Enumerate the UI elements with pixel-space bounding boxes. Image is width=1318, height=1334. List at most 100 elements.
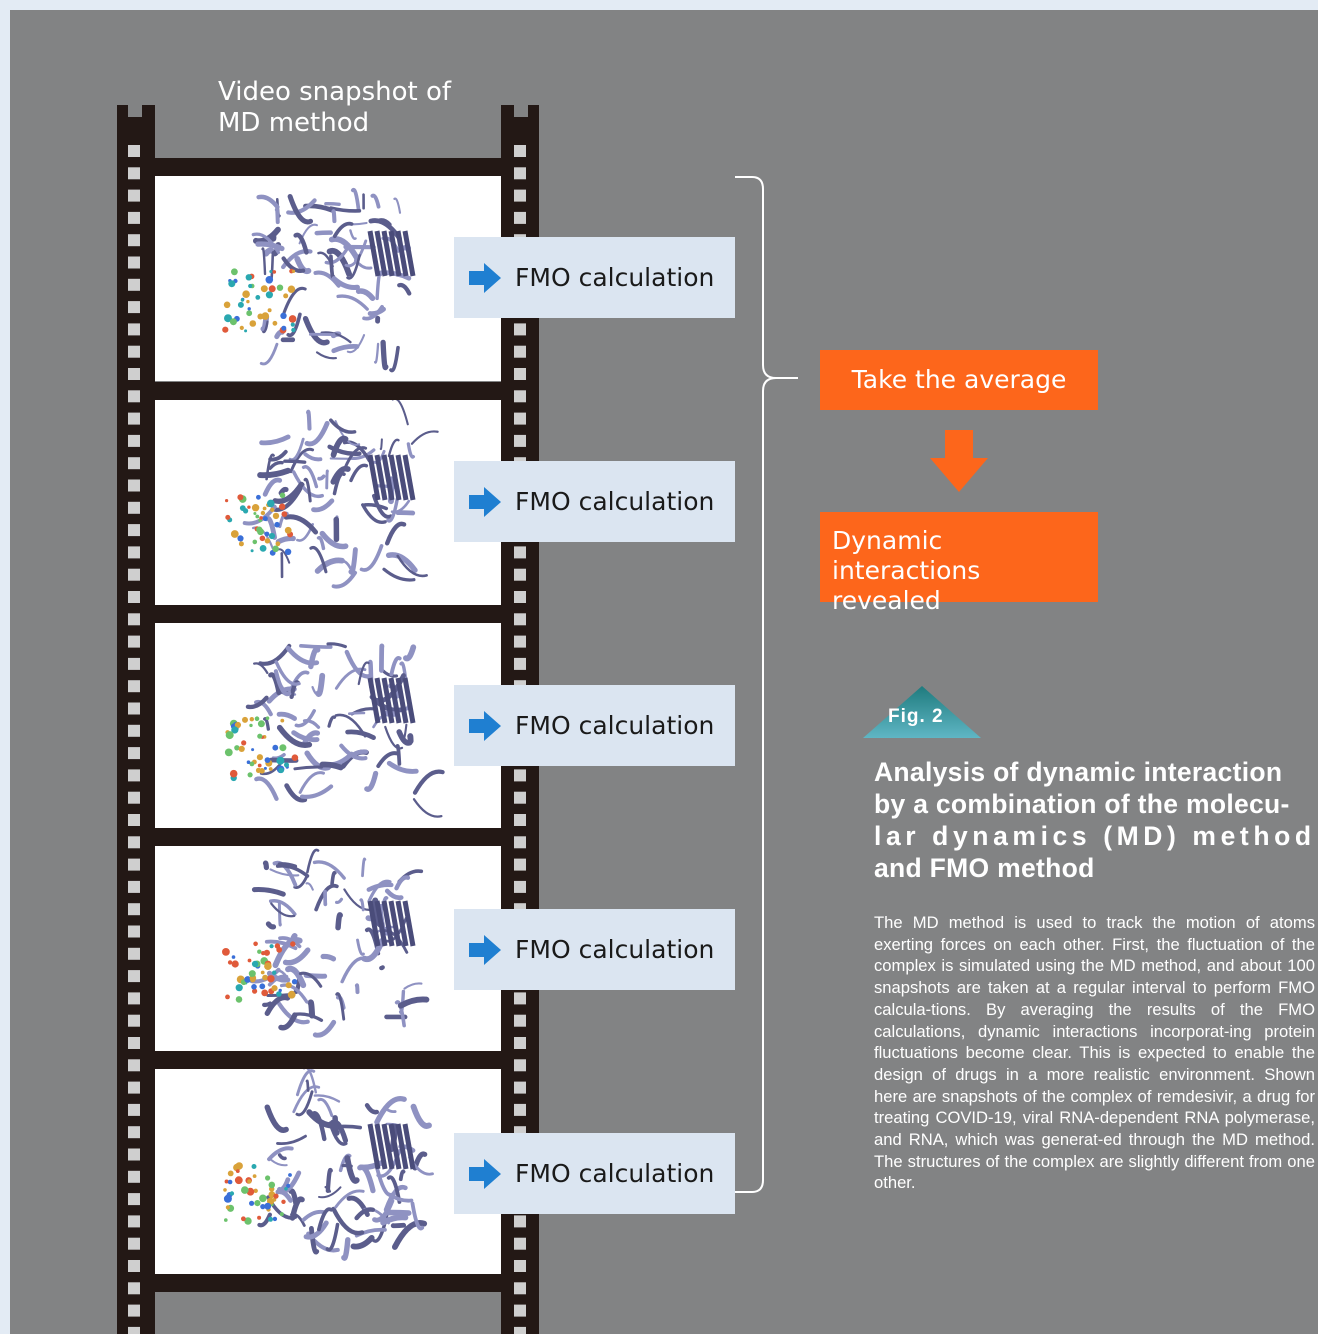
film-sprocket-hole — [128, 1059, 140, 1072]
film-sprocket-hole — [514, 613, 526, 626]
film-sprocket-hole — [514, 345, 526, 358]
film-sprocket-hole — [514, 211, 526, 224]
film-frame-bar — [155, 158, 501, 176]
fmo-step-5: FMO calculation — [454, 1133, 735, 1214]
film-sprocket-hole — [128, 167, 140, 180]
film-sprocket-hole — [514, 1326, 526, 1334]
figure-title-line: and FMO method — [874, 853, 1095, 883]
film-sprocket-hole — [128, 769, 140, 782]
film-sprocket-hole — [128, 368, 140, 380]
film-sprocket-hole — [128, 1193, 140, 1206]
film-sprocket-hole — [514, 145, 526, 157]
film-sprocket-hole — [128, 1126, 140, 1139]
film-frame-bar — [155, 382, 501, 400]
fmo-step-label: FMO calculation — [515, 711, 715, 740]
fmo-step-1: FMO calculation — [454, 237, 735, 318]
film-sprocket-hole — [128, 970, 140, 983]
film-sprocket-hole — [128, 434, 140, 447]
film-sprocket-hole — [128, 724, 140, 737]
film-sprocket-hole — [128, 501, 140, 514]
protein-structure-image — [223, 1069, 434, 1261]
film-sprocket-hole — [514, 189, 526, 202]
film-sprocket-hole — [128, 256, 140, 269]
figure-title-line: lar dynamics (MD) method — [874, 821, 1316, 851]
fmo-step-3: FMO calculation — [454, 685, 735, 766]
film-sprocket-hole — [128, 145, 140, 157]
film-strip-label: Video snapshot of MD method — [218, 77, 452, 138]
fmo-step-4: FMO calculation — [454, 909, 735, 990]
film-sprocket-hole — [128, 234, 140, 247]
film-sprocket-hole — [514, 1081, 526, 1094]
film-sprocket-hole — [128, 858, 140, 871]
film-sprocket-hole — [128, 301, 140, 314]
film-frame-bar — [155, 828, 501, 846]
protein-structure-image — [222, 187, 416, 373]
film-sprocket-hole — [514, 1037, 526, 1049]
md-snapshot-5 — [155, 1069, 501, 1274]
film-sprocket-hole — [128, 546, 140, 559]
average-step-label: Take the average — [851, 365, 1067, 394]
figure-tag-shape — [863, 686, 981, 738]
film-sprocket-hole — [128, 1014, 140, 1027]
protein-structure-image — [222, 848, 430, 1038]
film-sprocket-hole — [514, 814, 526, 826]
film-sprocket-hole — [128, 390, 140, 403]
film-sprocket-hole — [128, 1282, 140, 1295]
md-snapshot-2 — [155, 400, 501, 605]
film-sprocket-hole — [128, 278, 140, 291]
film-sprocket-hole — [128, 211, 140, 224]
film-sprocket-hole — [514, 635, 526, 648]
film-sprocket-hole — [128, 457, 140, 470]
film-sprocket-hole — [128, 925, 140, 938]
result-box: Dynamic interactions revealed — [820, 512, 1098, 615]
figure-title-line: by a combination of the molecu- — [874, 789, 1290, 819]
film-sprocket-hole — [514, 434, 526, 447]
film-sprocket-hole — [128, 568, 140, 581]
film-sprocket-hole — [514, 167, 526, 180]
film-sprocket-hole — [128, 903, 140, 916]
figure-title-line: Analysis of dynamic interaction — [874, 757, 1283, 787]
fmo-step-label: FMO calculation — [515, 1159, 715, 1188]
figure-title: Analysis of dynamic interaction by a com… — [874, 756, 1318, 884]
film-sprocket-hole — [128, 1081, 140, 1094]
curly-brace — [735, 176, 798, 1193]
film-sprocket-hole — [128, 524, 140, 537]
film-sprocket-hole — [128, 1326, 140, 1334]
protein-structure-image — [224, 642, 445, 818]
right-arrow-icon — [469, 1158, 501, 1189]
film-sprocket-hole — [514, 836, 526, 849]
film-sprocket-hole — [514, 546, 526, 559]
film-sprocket-hole — [128, 1148, 140, 1161]
film-sprocket-hole — [128, 814, 140, 826]
film-sprocket-hole — [128, 702, 140, 715]
fmo-step-label: FMO calculation — [515, 487, 715, 516]
right-arrow-icon — [469, 934, 501, 965]
film-sprocket-hole — [128, 635, 140, 648]
figure-panel: Video snapshot of MD method FMO calculat… — [10, 10, 1318, 1334]
film-sprocket-hole — [514, 323, 526, 336]
film-sprocket-hole — [128, 1215, 140, 1228]
film-sprocket-hole — [128, 836, 140, 849]
film-sprocket-hole — [128, 412, 140, 425]
film-sprocket-hole — [128, 880, 140, 893]
film-sprocket-hole — [128, 1103, 140, 1116]
right-arrow-icon — [469, 486, 501, 517]
film-sprocket-hole — [514, 1059, 526, 1072]
film-sprocket-hole — [514, 568, 526, 581]
film-sprocket-hole — [514, 992, 526, 1005]
result-label: Dynamic interactions revealed — [832, 526, 981, 615]
film-sprocket-hole — [128, 1260, 140, 1272]
film-sprocket-hole — [128, 1304, 140, 1317]
film-sprocket-hole — [128, 1170, 140, 1183]
film-sprocket-hole — [128, 992, 140, 1005]
film-sprocket-hole — [128, 613, 140, 626]
film-sprocket-hole — [514, 880, 526, 893]
film-sprocket-hole — [514, 1304, 526, 1317]
film-sprocket-hole — [514, 1260, 526, 1272]
film-sprocket-hole — [128, 791, 140, 804]
figure-tag-label: Fig. 2 — [888, 706, 944, 727]
film-sprocket-hole — [514, 1014, 526, 1027]
fmo-step-label: FMO calculation — [515, 263, 715, 292]
film-sprocket-hole — [514, 858, 526, 871]
film-sprocket-hole — [128, 947, 140, 960]
